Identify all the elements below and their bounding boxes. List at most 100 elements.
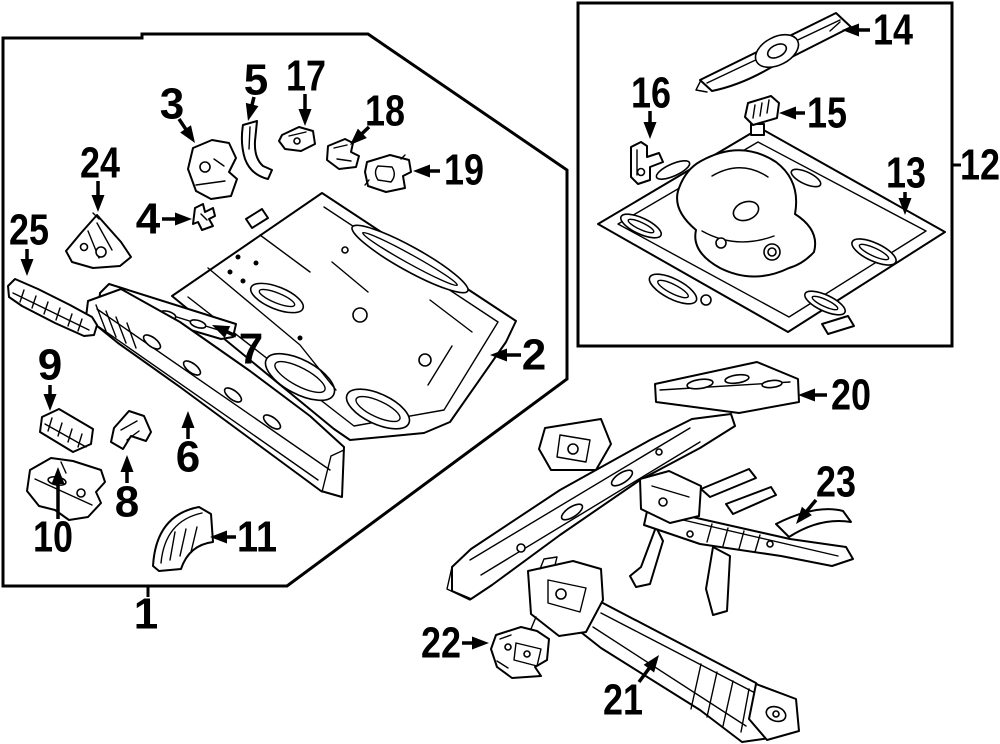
part-5-bracket-artwork bbox=[240, 120, 273, 180]
callout-15: 15 bbox=[779, 89, 847, 138]
callout-label-2[interactable]: 2 bbox=[522, 331, 546, 380]
callout-label-11[interactable]: 11 bbox=[237, 513, 277, 562]
callout-21: 21 bbox=[603, 655, 659, 725]
part-10-bracket-artwork bbox=[26, 457, 106, 521]
callout-22-arrowhead bbox=[472, 636, 489, 650]
group-outline-boxes bbox=[1, 1, 954, 588]
callout-label-25[interactable]: 25 bbox=[9, 206, 49, 255]
callout-10-arrowhead bbox=[51, 467, 65, 484]
callout-21-arrowhead bbox=[643, 655, 659, 673]
part-9-corrugated-bracket-artwork bbox=[39, 408, 94, 453]
part-2-front-floor-pan-artwork bbox=[171, 192, 517, 441]
part-3-bracket-artwork bbox=[187, 139, 238, 200]
callout-label-9[interactable]: 9 bbox=[38, 341, 62, 390]
callout-11: 11 bbox=[210, 513, 277, 562]
callout-10: 10 bbox=[33, 467, 73, 562]
callout-label-5[interactable]: 5 bbox=[244, 56, 268, 105]
callout-9: 9 bbox=[38, 341, 62, 411]
callout-14-arrowhead bbox=[842, 23, 859, 37]
callout-label-14[interactable]: 14 bbox=[873, 6, 913, 55]
callout-label-4[interactable]: 4 bbox=[136, 195, 161, 244]
group-1-outline bbox=[1, 32, 569, 588]
callout-16-arrowhead bbox=[643, 122, 657, 139]
callout-2-arrowhead bbox=[490, 348, 507, 362]
callout-18: 18 bbox=[350, 87, 405, 145]
callout-20: 20 bbox=[798, 371, 871, 420]
callout-23: 23 bbox=[796, 458, 856, 524]
callout-label-21[interactable]: 21 bbox=[603, 676, 643, 725]
parts-artwork bbox=[7, 12, 946, 743]
callout-12: 12 bbox=[952, 141, 1000, 190]
part-19-mount-bracket-artwork bbox=[364, 154, 412, 193]
callout-label-22[interactable]: 22 bbox=[421, 619, 461, 668]
callout-15-arrowhead bbox=[779, 106, 796, 120]
callout-7: 7 bbox=[212, 325, 263, 374]
callout-19-arrowhead bbox=[413, 164, 430, 178]
callout-2: 2 bbox=[490, 331, 546, 380]
callout-13-arrowhead bbox=[898, 198, 912, 215]
callout-label-3[interactable]: 3 bbox=[160, 80, 184, 129]
callout-25: 25 bbox=[9, 206, 49, 276]
part-21-rear-rail-assembly-artwork bbox=[527, 556, 800, 743]
callout-label-1[interactable]: 1 bbox=[134, 590, 158, 639]
callout-label-15[interactable]: 15 bbox=[807, 89, 847, 138]
callout-24: 24 bbox=[80, 139, 120, 212]
part-20-rear-rail-artwork bbox=[446, 361, 800, 601]
callout-13: 13 bbox=[886, 149, 926, 215]
callout-6: 6 bbox=[176, 411, 200, 482]
callout-9-arrowhead bbox=[43, 394, 57, 411]
callout-4-arrowhead bbox=[175, 212, 192, 226]
callout-5-arrowhead bbox=[245, 102, 259, 121]
callout-20-arrowhead bbox=[798, 388, 815, 402]
part-11-arch-reinforcement-artwork bbox=[152, 506, 214, 572]
callout-label-18[interactable]: 18 bbox=[365, 87, 405, 136]
callout-24-arrowhead bbox=[91, 195, 105, 212]
callout-3-arrowhead bbox=[180, 125, 195, 143]
callout-5: 5 bbox=[244, 56, 268, 121]
callout-16: 16 bbox=[631, 69, 671, 139]
part-6-side-member-artwork bbox=[85, 288, 345, 498]
callout-22: 22 bbox=[421, 619, 489, 668]
callout-label-6[interactable]: 6 bbox=[176, 433, 200, 482]
callout-label-19[interactable]: 19 bbox=[444, 146, 484, 195]
callout-label-20[interactable]: 20 bbox=[831, 371, 871, 420]
callout-23-arrowhead bbox=[796, 506, 812, 524]
callout-label-8[interactable]: 8 bbox=[115, 478, 139, 527]
callout-label-12[interactable]: 12 bbox=[960, 141, 1000, 190]
part-8-small-bracket-artwork bbox=[110, 410, 152, 450]
callout-6-arrowhead bbox=[181, 411, 195, 428]
callout-label-7[interactable]: 7 bbox=[239, 325, 263, 374]
part-24-gusset-artwork bbox=[65, 212, 132, 269]
callout-7-arrowhead bbox=[212, 325, 231, 338]
part-23-rail-support-artwork bbox=[629, 468, 854, 616]
callout-1: 1 bbox=[134, 587, 158, 639]
callout-label-10[interactable]: 10 bbox=[33, 513, 73, 562]
callout-3: 3 bbox=[160, 80, 195, 143]
callout-3-leader bbox=[177, 118, 189, 132]
callout-18-arrowhead bbox=[350, 128, 367, 145]
callout-11-arrowhead bbox=[210, 530, 227, 544]
part-13-rear-floor-pan-artwork bbox=[597, 123, 946, 335]
callout-25-arrowhead bbox=[20, 259, 34, 276]
callout-label-17[interactable]: 17 bbox=[286, 52, 326, 101]
callout-17-arrowhead bbox=[298, 109, 312, 126]
group-12-outline bbox=[576, 1, 954, 348]
part-17-clip-artwork bbox=[278, 126, 316, 152]
callout-8: 8 bbox=[115, 455, 139, 527]
part-4-small-bracket-artwork bbox=[192, 203, 216, 231]
callout-label-13[interactable]: 13 bbox=[886, 149, 926, 198]
callout-19: 19 bbox=[413, 146, 484, 195]
part-15-corrugated-bracket-artwork bbox=[744, 95, 780, 126]
callout-label-16[interactable]: 16 bbox=[631, 69, 671, 118]
callout-label-23[interactable]: 23 bbox=[816, 458, 856, 507]
part-25-rail-extension-artwork bbox=[7, 278, 98, 337]
callout-label-24[interactable]: 24 bbox=[80, 139, 120, 188]
callout-8-arrowhead bbox=[120, 455, 134, 472]
part-22-bracket-artwork bbox=[490, 626, 550, 679]
part-16-bracket-artwork bbox=[630, 141, 664, 185]
part-14-cross-member-artwork bbox=[695, 12, 852, 93]
part-18-clip-artwork bbox=[326, 138, 360, 170]
callout-21-leader bbox=[637, 666, 652, 684]
